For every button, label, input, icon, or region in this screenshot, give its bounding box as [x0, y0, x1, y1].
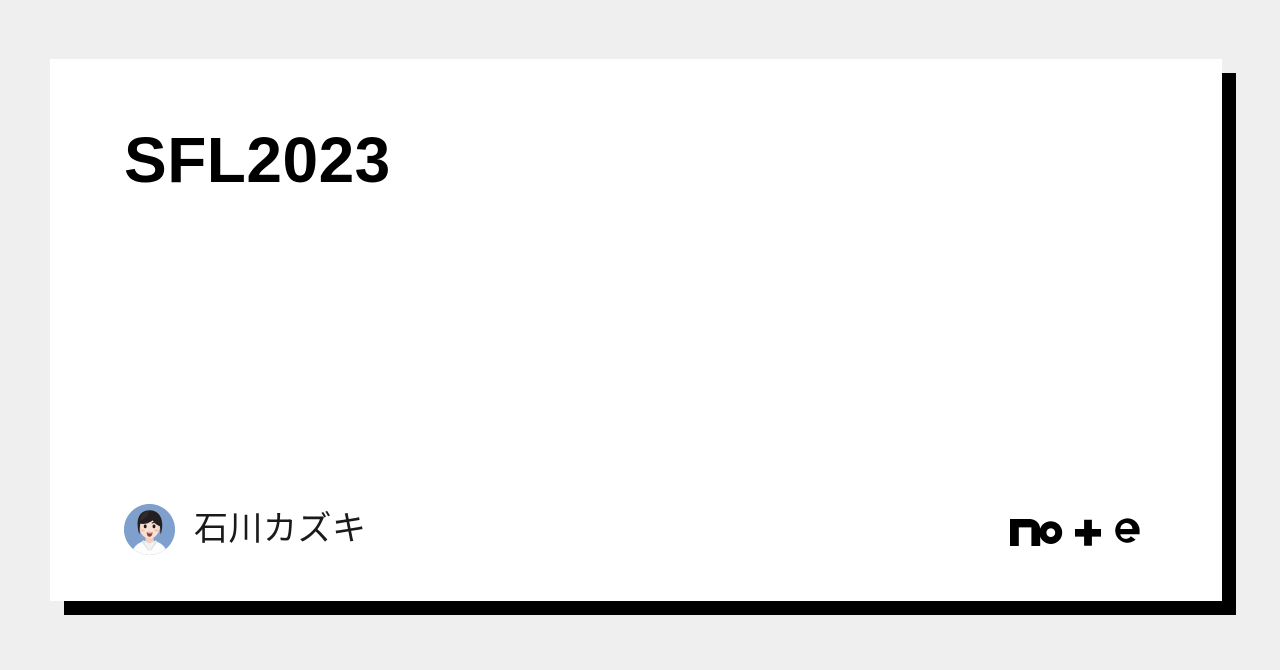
author-name: 石川カズキ [194, 510, 367, 548]
author-block[interactable]: 石川カズキ [124, 503, 367, 555]
card-footer: 石川カズキ note [124, 501, 1170, 557]
page-title: SFL2023 [124, 124, 391, 196]
note-logo[interactable]: note [1010, 511, 1170, 547]
article-card: SFL2023 [50, 59, 1222, 601]
avatar [124, 503, 175, 555]
